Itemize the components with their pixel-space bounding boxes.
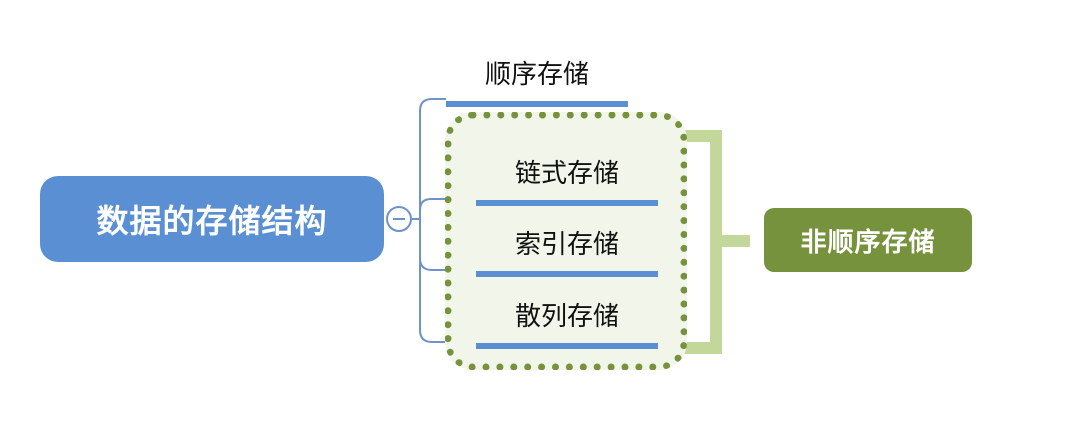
branch-index[interactable]: 索引存储 bbox=[476, 224, 658, 277]
branch-underline bbox=[476, 200, 658, 206]
summary-label: 非顺序存储 bbox=[800, 227, 936, 258]
branch-sequential[interactable]: 顺序存储 bbox=[446, 54, 628, 107]
root-label: 数据的存储结构 bbox=[96, 202, 328, 240]
branch-label: 顺序存储 bbox=[484, 60, 589, 90]
summary-node[interactable]: 非顺序存储 bbox=[764, 208, 972, 272]
branch-underline bbox=[476, 271, 658, 277]
spine-connector bbox=[419, 98, 476, 343]
branch-label: 链式存储 bbox=[514, 159, 619, 189]
root-node[interactable]: 数据的存储结构 bbox=[40, 176, 384, 262]
non-sequential-group-box bbox=[445, 112, 687, 370]
branch-linked[interactable]: 链式存储 bbox=[476, 153, 658, 206]
summary-bracket bbox=[683, 130, 750, 354]
branch-label: 散列存储 bbox=[514, 302, 619, 332]
branch-underline bbox=[476, 343, 658, 349]
branch-connector-linked bbox=[419, 198, 476, 211]
collapse-icon[interactable] bbox=[386, 206, 412, 232]
branch-label: 索引存储 bbox=[514, 230, 619, 260]
branch-hash[interactable]: 散列存储 bbox=[476, 296, 658, 349]
branch-connector-index bbox=[419, 257, 476, 271]
branch-underline bbox=[446, 101, 628, 107]
